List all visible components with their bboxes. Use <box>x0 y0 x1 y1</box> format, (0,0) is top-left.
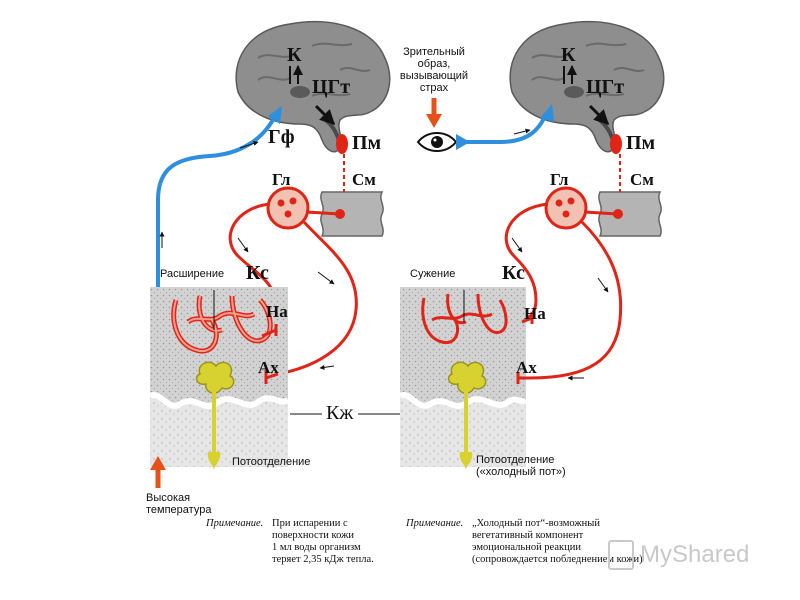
left-stimulus: Высокая температура <box>146 492 212 516</box>
note-left-body: При испарении с поверхности кожи 1 мл во… <box>272 518 374 565</box>
right-vessel-state: Сужение <box>410 268 456 280</box>
left-label-pm: Пм <box>352 132 382 154</box>
right-sweat-gland <box>447 361 487 394</box>
right-label-cgt: ЦГт <box>586 76 625 98</box>
optic-path <box>464 113 548 144</box>
left-cortex-arrows <box>290 66 298 84</box>
right-spinal-box <box>598 191 662 237</box>
watermark-logo-icon <box>608 540 634 570</box>
right-stimulus: Зрительный образ, вызывающий страх <box>399 46 469 94</box>
left-na-terminal <box>261 328 277 338</box>
right-pm-node <box>610 134 622 154</box>
left-arrow-a <box>237 237 249 253</box>
left-spinal-box <box>320 191 384 237</box>
left-up-arrow-2 <box>239 141 259 149</box>
eye-icon <box>416 132 458 152</box>
right-label-pm: Пм <box>626 132 656 154</box>
left-label-na: На <box>266 302 288 321</box>
right-label-ax: Ах <box>516 358 537 377</box>
left-secretion: Потоотделение <box>232 456 311 468</box>
left-afferent-path <box>156 117 276 428</box>
left-label-sm: См <box>352 170 376 189</box>
right-label-gl: Гл <box>550 170 569 189</box>
right-label-na: На <box>524 304 546 323</box>
left-arrow-b <box>317 271 335 285</box>
right-ganglion <box>544 186 588 230</box>
left-label-cgt: ЦГт <box>312 76 351 98</box>
right-secretion: Потоотделение («холодный пот») <box>476 454 566 478</box>
left-efferent-glands <box>277 220 358 376</box>
right-cgt-arrow <box>588 104 610 126</box>
left-ax-terminal <box>265 372 279 380</box>
left-preganglionic <box>305 210 341 216</box>
note-right-body: „Холодный пот“-возможный вегетативный ко… <box>472 518 643 565</box>
left-sweat-gland <box>195 361 235 394</box>
left-label-ax: Ах <box>258 358 279 377</box>
left-label-gl: Гл <box>272 170 291 189</box>
left-arrow-c <box>319 364 335 370</box>
skin-label: Кж <box>326 402 354 424</box>
left-vessel-state: Расширение <box>160 268 225 280</box>
left-pm-node <box>336 134 348 154</box>
right-efferent-glands <box>529 220 623 380</box>
left-afferent-arrowhead <box>268 106 282 124</box>
left-ganglion <box>266 186 310 230</box>
left-cgt-arrow <box>314 104 336 126</box>
left-thalamus <box>290 86 310 98</box>
right-skin-block <box>398 287 529 470</box>
left-label-gf: Гф <box>268 126 295 148</box>
note-left-title: Примечание. <box>206 518 264 529</box>
note-right-title: Примечание. <box>406 518 464 529</box>
watermark: MyShared <box>608 540 749 570</box>
right-label-sm: См <box>630 170 654 189</box>
left-label-ks: Кс <box>246 262 269 284</box>
right-thalamus <box>564 86 584 98</box>
right-label-k: К <box>561 44 576 66</box>
left-label-k: К <box>287 44 302 66</box>
right-cortex-arrows <box>564 66 572 84</box>
right-label-ks: Кс <box>502 262 525 284</box>
